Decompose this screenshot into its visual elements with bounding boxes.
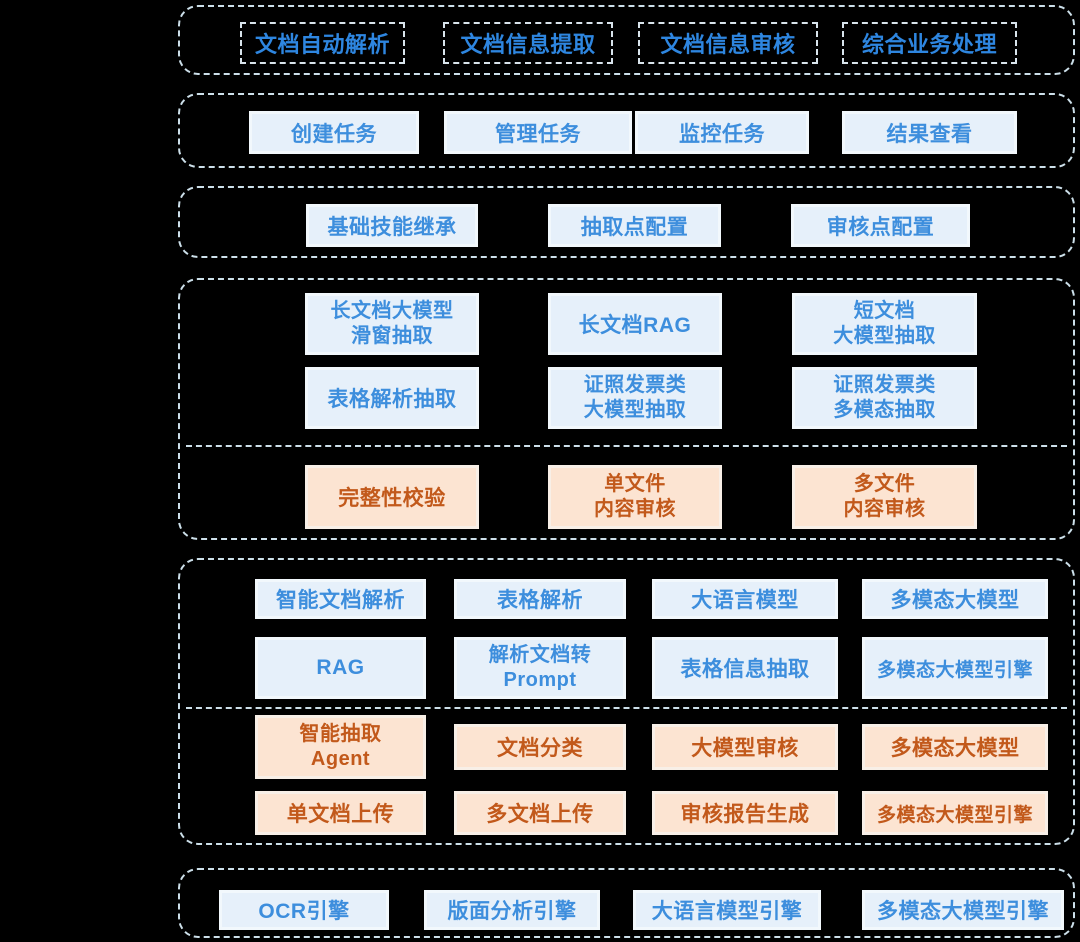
chip-rag: RAG <box>255 637 426 699</box>
chip-multimodal-llm-engine: 多模态大模型引擎 <box>862 637 1048 699</box>
chip-license-invoice-llm-extract: 证照发票类 大模型抽取 <box>548 367 722 429</box>
chip-manage-task: 管理任务 <box>444 111 632 154</box>
chip-longdoc-llm-sliding-extract: 长文档大模型 滑窗抽取 <box>305 293 479 355</box>
extract-audit-divider <box>186 445 1067 447</box>
chip-table-parse: 表格解析 <box>454 579 626 619</box>
chip-doc-info-extract: 文档信息提取 <box>443 22 613 64</box>
layer-capability: 智能文档解析 表格解析 大语言模型 多模态大模型 RAG 解析文档转 Promp… <box>178 558 1075 845</box>
chip-view-results: 结果查看 <box>842 111 1017 154</box>
chip-license-invoice-multimodal-extract: 证照发票类 多模态抽取 <box>792 367 977 429</box>
chip-multi-doc-upload: 多文档上传 <box>454 791 626 835</box>
chip-basic-skill-inherit: 基础技能继承 <box>306 204 478 247</box>
chip-audit-point-config: 审核点配置 <box>791 204 970 247</box>
chip-comprehensive-business: 综合业务处理 <box>842 22 1017 64</box>
chip-doc-classify: 文档分类 <box>454 724 626 770</box>
chip-completeness-check: 完整性校验 <box>305 465 479 529</box>
chip-doc-info-audit: 文档信息审核 <box>638 22 818 64</box>
chip-multimodal-llm-b: 多模态大模型 <box>862 724 1048 770</box>
chip-create-task: 创建任务 <box>249 111 419 154</box>
layer-application: 文档自动解析 文档信息提取 文档信息审核 综合业务处理 <box>178 5 1075 75</box>
chip-multi-file-content-audit: 多文件 内容审核 <box>792 465 977 529</box>
chip-table-parse-extract: 表格解析抽取 <box>305 367 479 429</box>
layer-extract-audit: 长文档大模型 滑窗抽取 长文档RAG 短文档 大模型抽取 表格解析抽取 证照发票… <box>178 278 1075 540</box>
chip-llm-engine: 大语言模型引擎 <box>633 890 821 930</box>
chip-intelligent-extract-agent: 智能抽取 Agent <box>255 715 426 779</box>
chip-longdoc-rag: 长文档RAG <box>548 293 722 355</box>
chip-table-info-extract: 表格信息抽取 <box>652 637 838 699</box>
capability-divider <box>186 707 1067 709</box>
chip-single-file-content-audit: 单文件 内容审核 <box>548 465 722 529</box>
chip-audit-report-generate: 审核报告生成 <box>652 791 838 835</box>
chip-extract-point-config: 抽取点配置 <box>548 204 721 247</box>
chip-multimodal-llm: 多模态大模型 <box>862 579 1048 619</box>
chip-monitor-task: 监控任务 <box>635 111 809 154</box>
chip-multimodal-llm-engine-b: 多模态大模型引擎 <box>862 791 1048 835</box>
chip-llm: 大语言模型 <box>652 579 838 619</box>
layer-engines: OCR引擎 版面分析引擎 大语言模型引擎 多模态大模型引擎 <box>178 868 1075 938</box>
layer-config: 基础技能继承 抽取点配置 审核点配置 <box>178 186 1075 258</box>
layer-tasks: 创建任务 管理任务 监控任务 结果查看 <box>178 93 1075 168</box>
chip-shortdoc-llm-extract: 短文档 大模型抽取 <box>792 293 977 355</box>
chip-parse-doc-to-prompt: 解析文档转 Prompt <box>454 637 626 699</box>
chip-ocr-engine: OCR引擎 <box>219 890 389 930</box>
chip-intelligent-doc-parse: 智能文档解析 <box>255 579 426 619</box>
chip-layout-analysis-engine: 版面分析引擎 <box>424 890 600 930</box>
chip-single-doc-upload: 单文档上传 <box>255 791 426 835</box>
chip-llm-audit: 大模型审核 <box>652 724 838 770</box>
chip-multimodal-llm-engine-c: 多模态大模型引擎 <box>862 890 1064 930</box>
chip-doc-auto-parse: 文档自动解析 <box>240 22 405 64</box>
